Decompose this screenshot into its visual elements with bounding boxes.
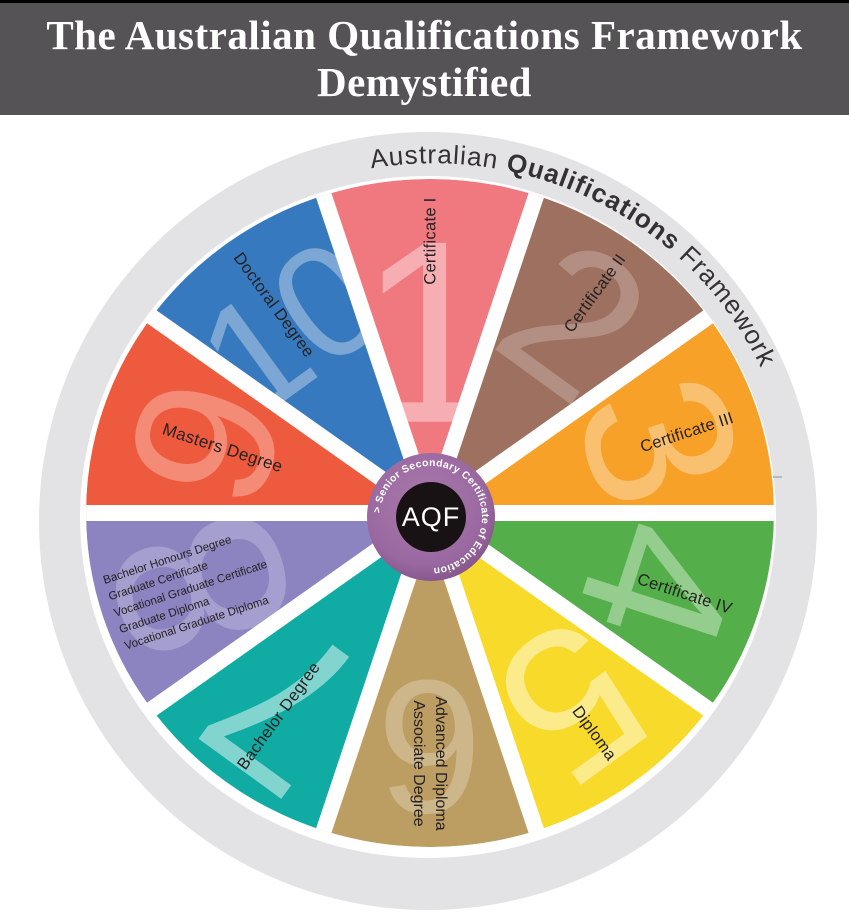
aqf-badge-text: AQF bbox=[402, 502, 461, 532]
segment-certificate-i bbox=[323, 179, 537, 513]
segment-certificate-iv bbox=[430, 513, 774, 710]
segment-certificate-ii bbox=[430, 195, 709, 514]
svg-text:Advanced Diploma: Advanced Diploma bbox=[432, 696, 449, 830]
segment-bachelor-degree bbox=[151, 513, 430, 831]
segment-6-label: Advanced Diploma Associate Degree bbox=[410, 696, 449, 830]
aqf-badge-circle bbox=[396, 482, 466, 552]
segment-6-number: 6 bbox=[377, 640, 483, 852]
segment-certificate-iii bbox=[430, 316, 774, 513]
title-line-1: The Australian Qualifications Framework bbox=[46, 12, 803, 58]
segment-masters-degree bbox=[86, 316, 430, 513]
segment-1-label: Certificate I bbox=[422, 197, 440, 284]
page-title: The Australian Qualifications Framework … bbox=[46, 12, 802, 106]
title-banner: The Australian Qualifications Framework … bbox=[0, 0, 849, 115]
segment-doctoral-degree bbox=[151, 195, 430, 514]
segment-diploma bbox=[430, 513, 709, 831]
svg-text:Associate Degree: Associate Degree bbox=[410, 700, 427, 826]
title-line-2: Demystified bbox=[316, 59, 532, 105]
segment-advanced-diploma bbox=[323, 513, 537, 847]
segment-bachelor-honours-degree bbox=[86, 513, 430, 710]
